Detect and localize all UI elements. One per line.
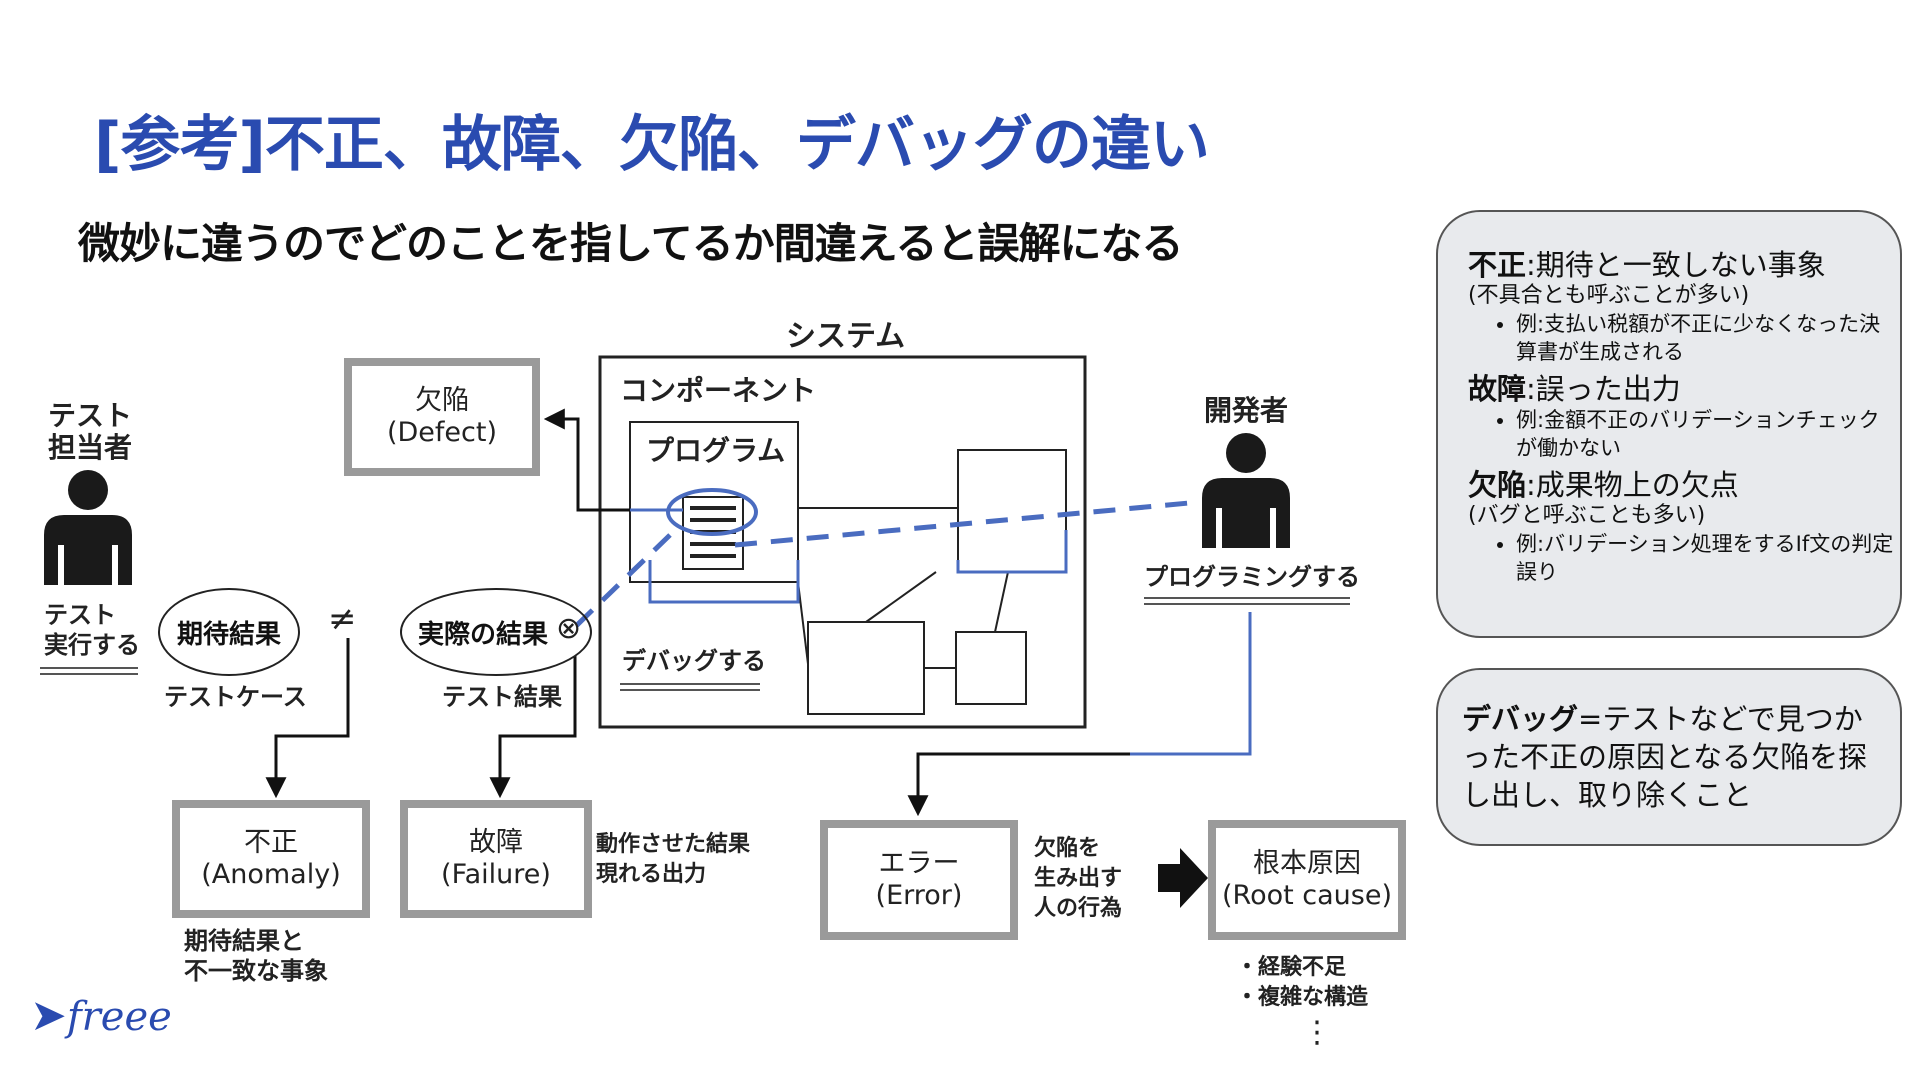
arrow-right-icon <box>1158 848 1208 908</box>
example-anomaly: 例:支払い税額が不正に少なくなった決算書が生成される <box>1516 310 1900 366</box>
defect-highlight <box>666 488 758 536</box>
test-case-label: テストケース <box>164 683 307 711</box>
tester-label: テスト 担当者 <box>48 399 133 464</box>
slide-subtitle: 微妙に違うのでどのことを指してるか間違えると誤解になる <box>78 219 1183 268</box>
def-defect: :成果物上の欠点 <box>1526 468 1739 502</box>
anomaly-box: 不正 (Anomaly) <box>172 800 370 918</box>
slide-title: [参考]不正、故障、欠陥、デバッグの違い <box>94 110 1210 180</box>
error-note: 欠陥を 生み出す 人の行為 <box>1034 836 1123 921</box>
debug-definition-panel: デバッグ=テストなどで見つかった不正の原因となる欠陥を探し出し、取り除くこと <box>1436 668 1902 846</box>
system-label: システム <box>786 319 906 354</box>
def-debug: =テストなどで見つかった不正の原因となる欠陥を探し出し、取り除くこと <box>1462 702 1868 812</box>
sub-anomaly: (不具合とも呼ぶことが多い) <box>1468 283 1750 308</box>
developer-action: プログラミングする <box>1144 563 1360 591</box>
expected-result-oval: 期待結果 <box>158 588 300 676</box>
sub-defect: (バグと呼ぶことも多い) <box>1468 503 1706 528</box>
actual-result-oval: 実際の結果 <box>400 588 592 676</box>
failure-note: 動作させた結果 現れる出力 <box>596 832 751 887</box>
component-label: コンポーネント <box>620 374 817 407</box>
root-cause-box: 根本原因 (Root cause) <box>1208 820 1406 940</box>
program-frame <box>629 421 799 583</box>
def-failure: :誤った出力 <box>1526 372 1681 406</box>
anomaly-note: 期待結果と 不一致な事象 <box>184 927 328 985</box>
definition-panel: 不正:期待と一致しない事象 (不具合とも呼ぶことが多い) 例:支払い税額が不正に… <box>1436 210 1902 638</box>
paper-plane-icon: ➤ <box>30 990 67 1041</box>
program-label: プログラム <box>646 434 786 467</box>
system-frame <box>598 355 1087 729</box>
root-cause-note-1: ・経験不足 <box>1236 955 1347 980</box>
term-anomaly: 不正 <box>1468 248 1527 282</box>
term-debug: デバッグ <box>1462 702 1579 736</box>
term-failure: 故障 <box>1468 372 1527 406</box>
test-result-label: テスト結果 <box>442 683 562 711</box>
debug-label: デバッグする <box>622 647 766 675</box>
example-failure: 例:金額不正のバリデーションチェックが働かない <box>1516 406 1900 462</box>
example-defect: 例:バリデーション処理をするIf文の判定誤り <box>1516 530 1900 586</box>
cross-mark-icon: ⊗ <box>556 611 582 646</box>
error-box: エラー (Error) <box>820 820 1018 940</box>
ellipsis: ⋮ <box>1302 1015 1332 1050</box>
defect-box: 欠陥 (Defect) <box>344 358 540 476</box>
root-cause-note-2: ・複雑な構造 <box>1236 985 1369 1010</box>
not-equal-sign: ≠ <box>328 599 357 639</box>
tester-action: テスト 実行する <box>44 601 140 659</box>
developer-label: 開発者 <box>1204 394 1289 427</box>
failure-box: 故障 (Failure) <box>400 800 592 918</box>
def-anomaly: :期待と一致しない事象 <box>1526 248 1826 282</box>
actual-result-label: 実際の結果 <box>417 619 548 650</box>
term-defect: 欠陥 <box>1468 468 1527 502</box>
freee-logo: ➤freee <box>30 990 172 1041</box>
